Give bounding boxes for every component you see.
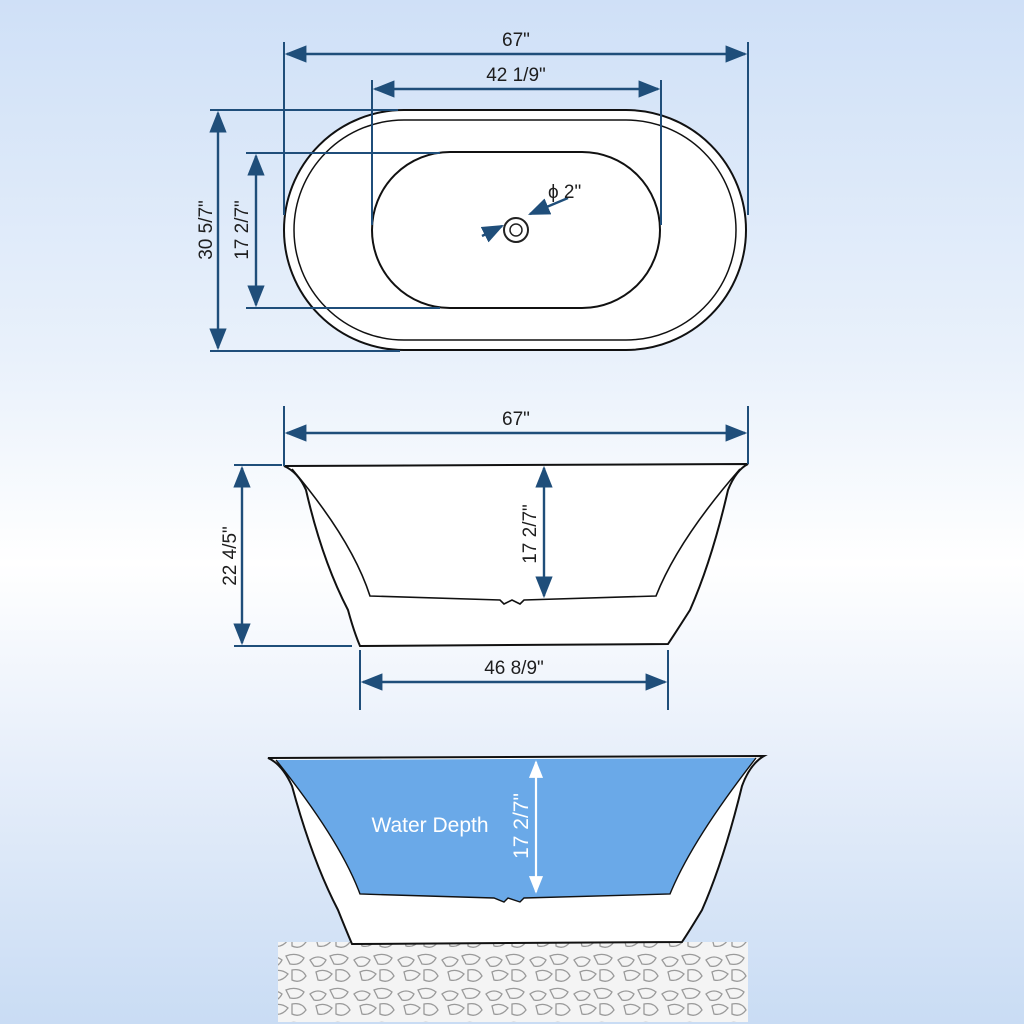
tub-side-inner [291, 468, 741, 605]
water-fill [276, 758, 756, 902]
top-inner-length-label: 42 1/9" [486, 65, 546, 86]
tub-side-profile [283, 463, 749, 648]
drain-leader-left [480, 224, 504, 243]
side-base-label: 46 8/9" [484, 658, 544, 679]
water-depth-view: Water Depth 17 2/7" [267, 754, 768, 1022]
drain-leader-right [528, 196, 569, 216]
side-view: 67" 22 4/5" 17 2/7" 46 8/9" [220, 406, 749, 710]
top-width-label: 30 5/7" [196, 200, 217, 260]
top-inner-width-label: 17 2/7" [232, 200, 253, 260]
drain-icon [503, 217, 529, 243]
stone-floor [278, 942, 748, 1022]
side-height-label: 22 4/5" [220, 526, 241, 586]
side-depth-label: 17 2/7" [520, 504, 541, 564]
top-view: 67" 42 1/9" 30 5/7" 17 2/7" ϕ 2" [196, 30, 749, 352]
tub-rim-inner-line [293, 119, 737, 341]
drain-diameter-label: ϕ 2" [548, 182, 581, 203]
water-depth-value: 17 2/7" [510, 793, 533, 859]
side-length-label: 67" [502, 409, 530, 430]
tub-water-inner [275, 757, 757, 903]
water-depth-label: Water Depth [371, 814, 488, 837]
top-length-label: 67" [502, 30, 530, 51]
